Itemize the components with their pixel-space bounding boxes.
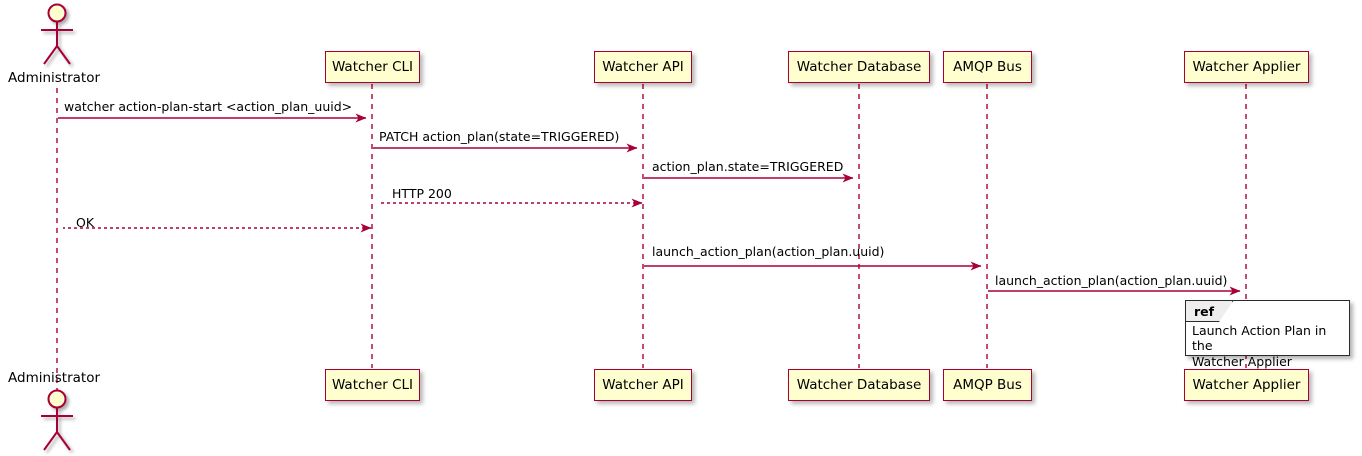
participant-bottom-watcher-cli[interactable]: Watcher CLI [325,369,420,401]
message-label-2: PATCH action_plan(state=TRIGGERED) [379,129,620,144]
ref-fragment-text: Launch Action Plan in the Watcher Applie… [1192,323,1327,369]
message-label-1: watcher action-plan-start <action_plan_u… [64,99,353,114]
actor-label-bottom: Administrator [8,370,101,386]
message-label-5: OK [76,215,95,230]
ref-fragment-tag: ref [1186,301,1233,322]
actor-administrator-top [41,3,73,65]
participant-bottom-watcher-api[interactable]: Watcher API [594,369,692,401]
participant-top-watcher-database[interactable]: Watcher Database [788,51,930,83]
participant-bottom-amqp-bus[interactable]: AMQP Bus [943,369,1032,401]
message-label-4: HTTP 200 [392,186,452,201]
message-arrows [58,113,1241,296]
participant-top-watcher-applier[interactable]: Watcher Applier [1184,51,1309,83]
participant-top-watcher-api[interactable]: Watcher API [594,51,692,83]
message-label-6: launch_action_plan(action_plan.uuid) [652,244,885,259]
message-label-7: launch_action_plan(action_plan.uuid) [995,273,1228,288]
participant-bottom-watcher-applier[interactable]: Watcher Applier [1184,369,1309,401]
actor-administrator-bottom [41,389,73,451]
participant-top-watcher-cli[interactable]: Watcher CLI [325,51,420,83]
participant-top-amqp-bus[interactable]: AMQP Bus [943,51,1032,83]
actor-label-top: Administrator [8,70,101,86]
message-label-3: action_plan.state=TRIGGERED [652,159,844,174]
ref-fragment: ref Launch Action Plan in the Watcher Ap… [1185,300,1350,369]
participant-bottom-watcher-database[interactable]: Watcher Database [788,369,930,401]
lifelines [56,84,1247,394]
